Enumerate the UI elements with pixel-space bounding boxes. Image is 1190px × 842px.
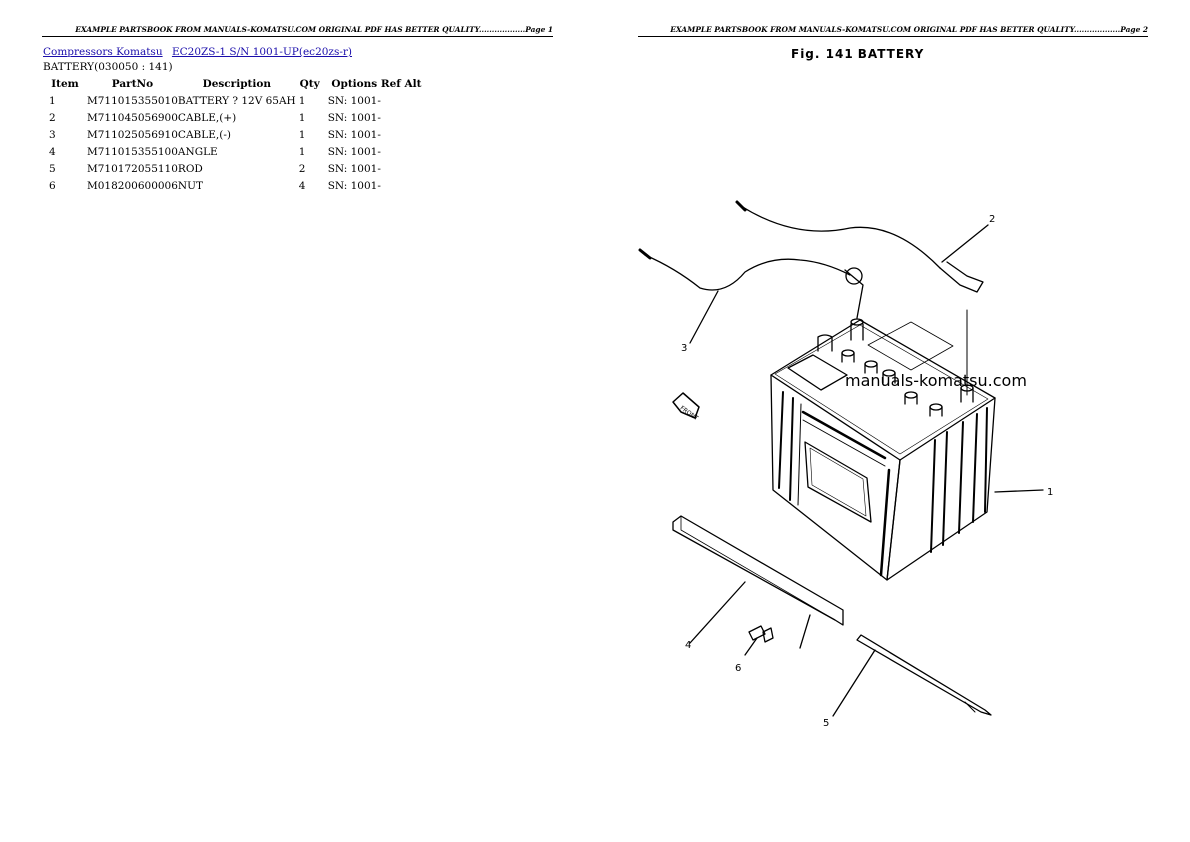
cell-item: 4 <box>49 146 56 158</box>
battery-drawing <box>770 318 1044 581</box>
cell-ref-alt <box>381 161 422 178</box>
cell-item: 5 <box>49 163 56 175</box>
cell-qty: 1 <box>298 129 306 141</box>
cell-description: CABLE,(-) <box>177 129 231 141</box>
cell-options: SN: 1001- <box>327 129 381 141</box>
table-row: 2 M711045056900 CABLE,(+) 1 SN: 1001- <box>43 110 421 127</box>
breadcrumb-link-model[interactable]: EC20ZS-1 S/N 1001-UP(ec20zs-r) <box>171 46 353 58</box>
cell-partno: M018200600006 <box>87 180 178 192</box>
cell-options: SN: 1001- <box>327 163 381 175</box>
table-row: 4 M711015355100 ANGLE 1 SN: 1001- <box>43 144 421 161</box>
callout-4: 4 <box>685 640 691 651</box>
cell-partno: M711015355100 <box>87 146 178 158</box>
table-row: 6 M018200600006 NUT 4 SN: 1001- <box>43 178 421 195</box>
column-header-partno: PartNo <box>111 78 154 90</box>
column-header-item: Item <box>51 78 79 90</box>
section-title: BATTERY(030050 : 141) <box>43 61 173 73</box>
table-row: 5 M710172055110 ROD 2 SN: 1001- <box>43 161 421 178</box>
cell-ref-alt <box>381 178 422 195</box>
cell-options: SN: 1001- <box>327 95 381 107</box>
cell-description: BATTERY ? 12V 65AH <box>177 95 296 107</box>
negative-cable-drawing <box>638 248 864 344</box>
table-row: 3 M711025056910 CABLE,(-) 1 SN: 1001- <box>43 127 421 144</box>
page-header: EXAMPLE PARTSBOOK FROM MANUALS-KOMATSU.C… <box>638 24 1148 37</box>
callout-2: 2 <box>989 214 995 225</box>
callout-3: 3 <box>681 343 687 354</box>
cell-item: 3 <box>49 129 56 141</box>
cell-qty: 4 <box>298 180 306 192</box>
front-label: FRONT <box>679 405 700 423</box>
callout-1: 1 <box>1047 487 1053 498</box>
figure-name: BATTERY <box>857 47 925 61</box>
page-header: EXAMPLE PARTSBOOK FROM MANUALS-KOMATSU.C… <box>42 24 553 37</box>
cell-item: 6 <box>49 180 56 192</box>
angle-bracket-drawing <box>672 515 844 649</box>
battery-exploded-diagram: 1 2 3 4 5 6 FRONT manuals-komatsu.com <box>638 200 1053 729</box>
cell-description: CABLE,(+) <box>177 112 237 124</box>
front-direction-arrow <box>672 392 700 419</box>
cell-item: 2 <box>49 112 56 124</box>
figure-number: Fig. 141 <box>791 47 854 61</box>
cell-qty: 2 <box>298 163 306 175</box>
cell-ref-alt <box>381 127 422 144</box>
callout-6: 6 <box>735 663 741 674</box>
table-header-row: Item PartNo Description Qty Options Ref … <box>43 76 421 93</box>
breadcrumb: Compressors Komatsu EC20ZS-1 S/N 1001-UP… <box>43 46 358 58</box>
cell-qty: 1 <box>298 95 306 107</box>
cell-ref-alt <box>381 93 422 110</box>
column-header-description: Description <box>202 78 272 90</box>
nut-drawing <box>744 625 774 656</box>
cell-partno: M711045056900 <box>87 112 178 124</box>
callout-5: 5 <box>823 718 829 729</box>
cell-options: SN: 1001- <box>327 112 381 124</box>
cell-partno: M711025056910 <box>87 129 178 141</box>
watermark: manuals-komatsu.com <box>845 371 1027 390</box>
cell-options: SN: 1001- <box>327 146 381 158</box>
table-row: 1 M711015355010 BATTERY ? 12V 65AH 1 SN:… <box>43 93 421 110</box>
cell-description: NUT <box>177 180 203 192</box>
diagram-page: EXAMPLE PARTSBOOK FROM MANUALS-KOMATSU.C… <box>595 0 1190 842</box>
cell-ref-alt <box>381 144 422 161</box>
breadcrumb-link-compressors[interactable]: Compressors Komatsu <box>43 46 163 58</box>
cell-partno: M710172055110 <box>87 163 178 175</box>
positive-cable-drawing <box>735 200 989 396</box>
cell-options: SN: 1001- <box>327 180 381 192</box>
rod-drawing <box>832 634 992 717</box>
parts-list-page: EXAMPLE PARTSBOOK FROM MANUALS-KOMATSU.C… <box>42 24 553 195</box>
column-header-options: Options <box>331 78 378 90</box>
cell-ref-alt <box>381 110 422 127</box>
cell-item: 1 <box>49 95 56 107</box>
cell-qty: 1 <box>298 112 306 124</box>
cell-description: ROD <box>177 163 203 175</box>
column-header-qty: Qty <box>299 78 320 90</box>
column-header-ref-alt: Ref Alt <box>380 78 422 90</box>
parts-table: Item PartNo Description Qty Options Ref … <box>43 76 421 195</box>
cell-description: ANGLE <box>177 146 218 158</box>
cell-qty: 1 <box>298 146 306 158</box>
cell-partno: M711015355010 <box>87 95 178 107</box>
